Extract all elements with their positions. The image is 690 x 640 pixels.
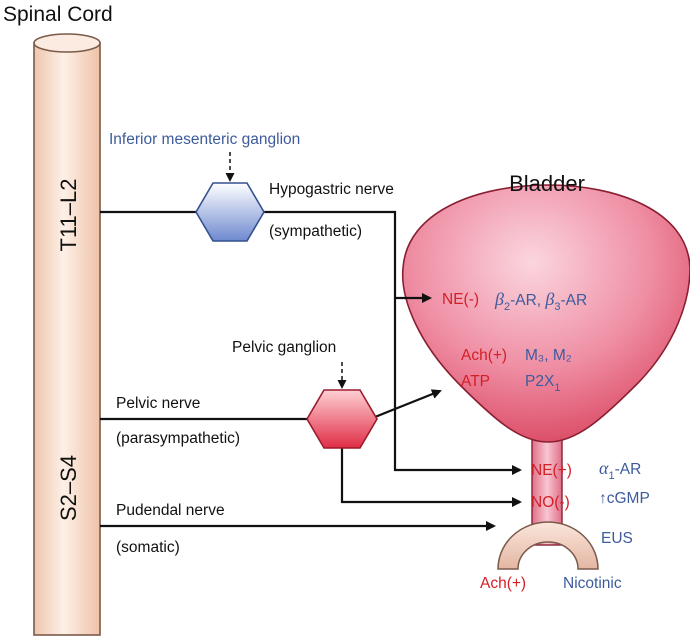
inferior-mesenteric-ganglion — [195, 182, 265, 242]
no-inhibitory-label: NO(-) — [531, 494, 570, 511]
ach-eus-label: Ach(+) — [480, 575, 526, 592]
segment-label-s2-s4: S2–S4 — [56, 455, 81, 521]
pudendal-nerve-label: Pudendal nerve — [116, 502, 225, 519]
inferior-mesenteric-ganglion-label: Inferior mesenteric ganglion — [109, 131, 300, 148]
ach-excitatory-label: Ach(+) — [461, 347, 507, 364]
alpha1-receptor-label: α1-AR — [599, 458, 641, 482]
ne-excitatory-label: NE(+) — [531, 462, 572, 479]
hypogastric-nerve-label: Hypogastric nerve — [269, 181, 394, 198]
external-urethral-sphincter — [497, 521, 599, 570]
segment-label-t11-l2: T11–L2 — [56, 179, 81, 252]
nicotinic-receptor-label: Nicotinic — [563, 575, 622, 592]
atp-label: ATP — [461, 373, 490, 390]
beta-receptors-label: β2-AR, β3-AR — [494, 289, 587, 313]
spinal-cord — [33, 33, 101, 636]
pelvic-ganglion-label: Pelvic ganglion — [232, 339, 336, 356]
pelvic-branch-to-body — [369, 389, 442, 421]
bladder-title: Bladder — [509, 171, 585, 196]
p2x1-receptor-label: P2X1 — [525, 373, 560, 394]
pelvic-type-label: (parasympathetic) — [116, 430, 240, 447]
hypogastric-type-label: (sympathetic) — [269, 223, 362, 240]
cgmp-label: ↑cGMP — [599, 490, 650, 507]
ne-inhibitory-label: NE(-) — [442, 291, 479, 308]
pelvic-nerve-label: Pelvic nerve — [116, 395, 200, 412]
spinal-cord-title: Spinal Cord — [3, 3, 113, 26]
muscarinic-receptors-label: M₃, M₂ — [525, 347, 572, 364]
pelvic-ganglion — [306, 389, 378, 449]
eus-label: EUS — [601, 530, 633, 547]
bladder-shape — [401, 184, 690, 546]
pudendal-type-label: (somatic) — [116, 539, 180, 556]
